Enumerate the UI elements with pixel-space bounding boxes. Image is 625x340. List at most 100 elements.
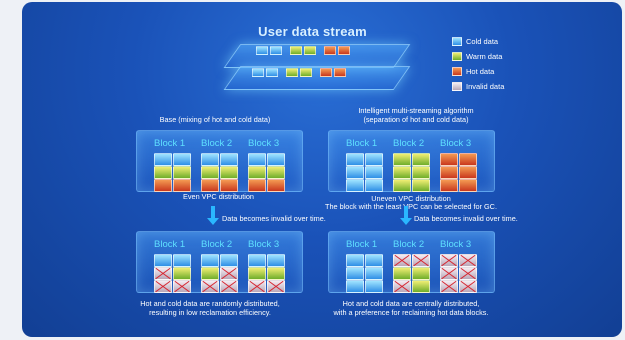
warm-data-cell bbox=[267, 166, 285, 179]
left-bottom-caption-line2: resulting in low reclamation efficiency. bbox=[149, 308, 271, 317]
stream-cube-hot bbox=[338, 46, 350, 55]
block-column bbox=[201, 153, 219, 193]
block-column bbox=[173, 153, 191, 193]
legend-label: Invalid data bbox=[466, 82, 505, 91]
block-column bbox=[440, 153, 458, 193]
block-column bbox=[201, 254, 219, 294]
cold-data-cell bbox=[346, 280, 364, 293]
invalid-data-cell bbox=[267, 280, 285, 293]
invalid-data-cell bbox=[393, 280, 411, 293]
block-label: Block 1 bbox=[346, 239, 378, 250]
right-heading-line2: (separation of hot and cold data) bbox=[363, 115, 469, 124]
hot-data-cell bbox=[267, 179, 285, 192]
hot-data-cell bbox=[220, 179, 238, 192]
cold-data-cell bbox=[220, 153, 238, 166]
right-top-caption-line2: The block with the least VPC can be sele… bbox=[325, 202, 497, 211]
cold-data-cell bbox=[173, 254, 191, 267]
invalid-data-cell bbox=[173, 280, 191, 293]
block-label: Block 2 bbox=[201, 138, 233, 149]
warm-data-cell bbox=[412, 153, 430, 166]
hot-data-cell bbox=[459, 179, 477, 192]
invalid-data-cell bbox=[459, 254, 477, 267]
cold-data-cell bbox=[173, 153, 191, 166]
block-column bbox=[412, 254, 430, 294]
stream-cube-warm bbox=[286, 68, 298, 77]
left-top-caption: Even VPC distribution bbox=[183, 192, 254, 201]
block-label: Block 3 bbox=[248, 239, 280, 250]
block-column bbox=[346, 254, 364, 294]
cold-data-cell bbox=[365, 166, 383, 179]
invalid-data-cell bbox=[220, 280, 238, 293]
cold-data-swatch bbox=[452, 37, 462, 46]
hot-data-cell bbox=[440, 179, 458, 192]
right-bottom-caption-line2: with a preference for reclaiming hot dat… bbox=[333, 308, 489, 317]
block-column bbox=[267, 153, 285, 193]
warm-data-cell bbox=[393, 153, 411, 166]
block-column bbox=[248, 153, 266, 193]
hot-data-cell bbox=[440, 166, 458, 179]
warm-data-cell bbox=[412, 280, 430, 293]
hot-data-cell bbox=[440, 153, 458, 166]
hot-data-cell bbox=[459, 153, 477, 166]
invalid-data-cell bbox=[248, 280, 266, 293]
block-column bbox=[248, 254, 266, 294]
block-label: Block 2 bbox=[393, 138, 425, 149]
cold-data-cell bbox=[365, 254, 383, 267]
invalid-data-cell bbox=[459, 267, 477, 280]
warm-data-cell bbox=[248, 267, 266, 280]
block-label: Block 3 bbox=[248, 138, 280, 149]
left-heading: Base (mixing of hot and cold data) bbox=[159, 115, 271, 124]
invalid-data-cell bbox=[440, 280, 458, 293]
block-column bbox=[220, 153, 238, 193]
warm-data-cell bbox=[201, 166, 219, 179]
block-column bbox=[440, 254, 458, 294]
warm-data-cell bbox=[173, 267, 191, 280]
warm-data-cell bbox=[393, 166, 411, 179]
block-column bbox=[267, 254, 285, 294]
block-column bbox=[346, 153, 364, 193]
invalid-data-cell bbox=[154, 280, 172, 293]
block-label: Block 3 bbox=[440, 239, 472, 250]
stream-cube-warm bbox=[300, 68, 312, 77]
block-column bbox=[154, 254, 172, 294]
stream-cube-cold bbox=[266, 68, 278, 77]
right-down-arrow bbox=[400, 206, 412, 225]
block-column bbox=[173, 254, 191, 294]
invalid-data-cell bbox=[412, 254, 430, 267]
invalid-data-cell bbox=[440, 267, 458, 280]
cold-data-cell bbox=[365, 280, 383, 293]
hot-data-swatch bbox=[452, 67, 462, 76]
stream-platform-top bbox=[223, 44, 411, 68]
cold-data-cell bbox=[365, 153, 383, 166]
block-label: Block 1 bbox=[346, 138, 378, 149]
stream-cube-hot bbox=[324, 46, 336, 55]
cold-data-cell bbox=[346, 267, 364, 280]
cold-data-cell bbox=[346, 153, 364, 166]
hot-data-cell bbox=[154, 179, 172, 192]
stream-cube-cold bbox=[270, 46, 282, 55]
invalid-data-cell bbox=[393, 254, 411, 267]
stream-cube-cold bbox=[252, 68, 264, 77]
cold-data-cell bbox=[248, 153, 266, 166]
cold-data-cell bbox=[154, 153, 172, 166]
left-down-arrow bbox=[207, 206, 219, 225]
cold-data-cell bbox=[201, 153, 219, 166]
cold-data-cell bbox=[365, 267, 383, 280]
left-bottom-caption-line1: Hot and cold data are randomly distribut… bbox=[140, 299, 280, 308]
right-heading-line1: Intelligent multi-streaming algorithm bbox=[358, 106, 474, 115]
cold-data-cell bbox=[201, 254, 219, 267]
block-label: Block 1 bbox=[154, 138, 186, 149]
legend-label: Hot data bbox=[466, 67, 495, 76]
invalid-data-cell bbox=[459, 280, 477, 293]
diagram-title: User data stream bbox=[258, 24, 367, 39]
hot-data-cell bbox=[201, 179, 219, 192]
legend-label: Cold data bbox=[466, 37, 499, 46]
hot-data-cell bbox=[173, 179, 191, 192]
block-column bbox=[393, 254, 411, 294]
warm-data-cell bbox=[412, 179, 430, 192]
block-label: Block 3 bbox=[440, 138, 472, 149]
warm-data-cell bbox=[173, 166, 191, 179]
warm-data-cell bbox=[201, 267, 219, 280]
cold-data-cell bbox=[346, 179, 364, 192]
cold-data-cell bbox=[248, 254, 266, 267]
